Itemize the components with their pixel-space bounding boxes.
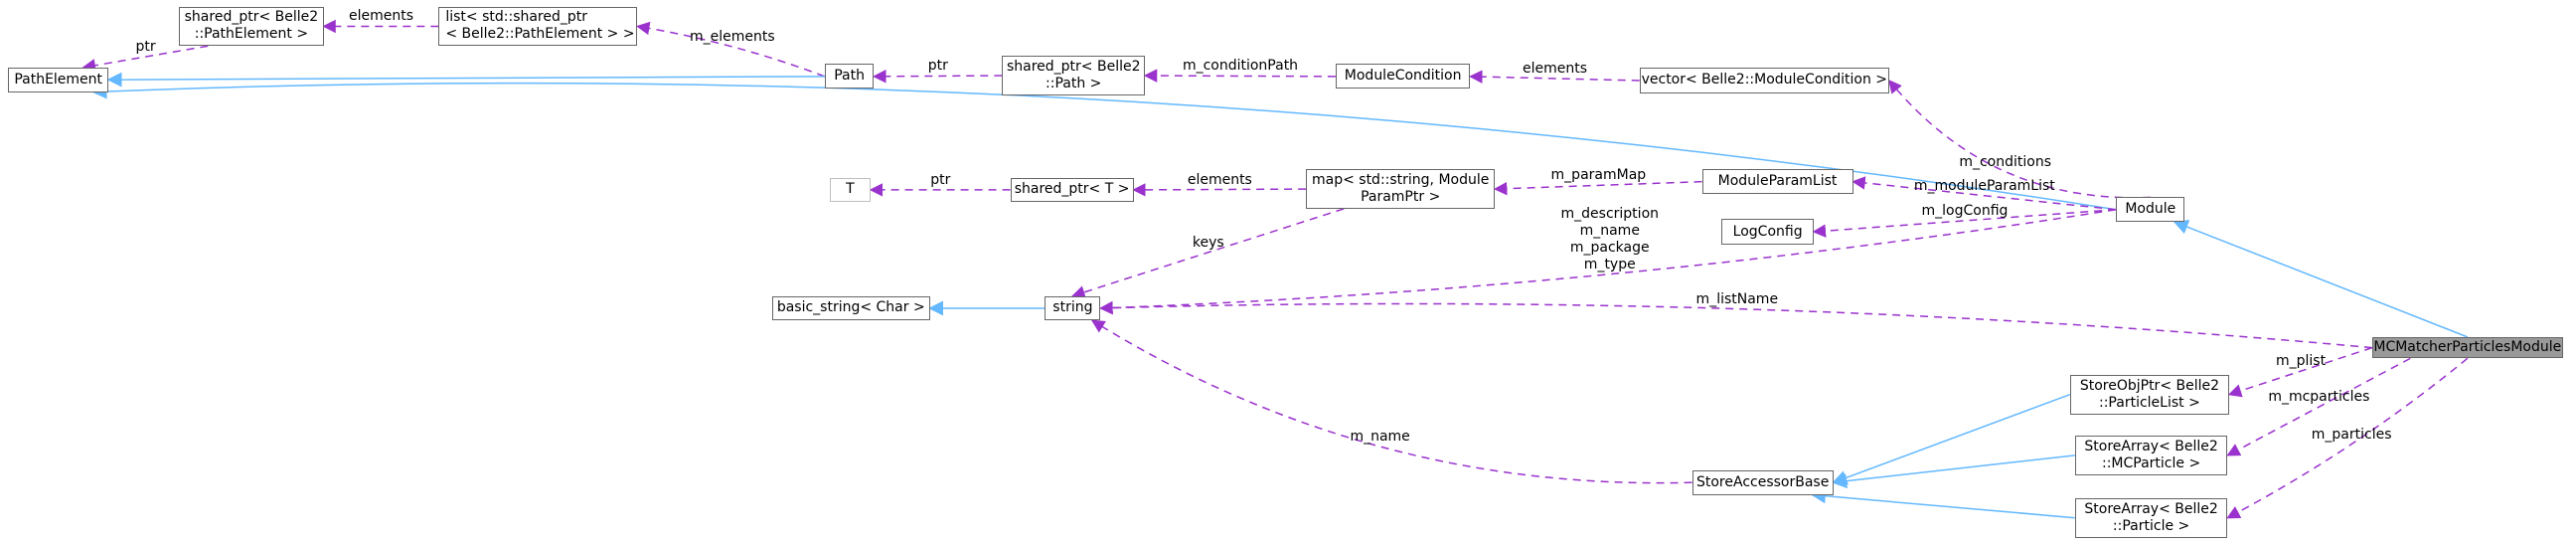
usage-edge-7 — [1888, 79, 2151, 199]
edge-label: m_elements — [690, 28, 775, 45]
usage-edge-25 — [2226, 357, 2469, 519]
node-module[interactable]: Module — [2116, 197, 2185, 223]
edge-label: m_mcparticles — [2268, 389, 2370, 406]
usage-edge-24 — [2226, 357, 2411, 456]
usage-edge-5 — [1143, 69, 1336, 83]
node-store-accessor-base[interactable]: StoreAccessorBase — [1691, 469, 1834, 495]
usage-edge-17 — [1099, 300, 2372, 349]
node-path[interactable]: Path — [824, 64, 875, 90]
edge-label: m_moduleParamList — [1913, 177, 2055, 194]
edge-label: m_particles — [2311, 426, 2392, 443]
edge-label: m_listName — [1695, 290, 1779, 307]
usage-edge-2 — [636, 21, 826, 78]
edge-label: ptr — [135, 39, 156, 56]
node-store-array-mcparticle[interactable]: StoreArray< Belle2 ::MCParticle > — [2074, 436, 2228, 475]
node-vector-module-condition[interactable]: vector< Belle2::ModuleCondition > — [1639, 67, 1889, 94]
usage-edge-12 — [1493, 180, 1702, 196]
edge-label: elements — [1187, 171, 1252, 188]
node-store-obj-ptr-particle-list[interactable]: StoreObjPtr< Belle2 ::ParticleList > — [2069, 374, 2230, 415]
usage-edge-18 — [1090, 319, 1692, 484]
edge-label: elements — [1523, 60, 1588, 77]
node-store-array-particle[interactable]: StoreArray< Belle2 ::Particle > — [2074, 497, 2228, 538]
edge-label: m_paramMap — [1550, 167, 1647, 184]
node-shared-ptr-path[interactable]: shared_ptr< Belle2 ::Path > — [1002, 56, 1146, 95]
node-module-param-list[interactable]: ModuleParamList — [1701, 169, 1853, 195]
node-string[interactable]: string — [1045, 295, 1101, 321]
edge-label: m_conditions — [1959, 153, 2052, 170]
node-basic-string[interactable]: basic_string< Char > — [771, 295, 930, 321]
node-mcmatcher-particles-module[interactable]: MCMatcherParticlesModule — [2371, 336, 2563, 359]
edge-label: m_logConfig — [1921, 202, 2009, 219]
edge-label: m_plist — [2275, 353, 2327, 370]
usage-edge-6 — [1469, 70, 1640, 84]
inheritance-edge-3 — [106, 72, 825, 88]
edge-label: m_conditionPath — [1182, 58, 1299, 75]
node-shared-ptr-t[interactable]: shared_ptr< T > — [1010, 177, 1134, 203]
inheritance-edge-8 — [91, 82, 2117, 211]
node-path-element[interactable]: PathElement — [8, 67, 109, 92]
edge-label: m_description m_name m_package m_type — [1560, 205, 1660, 272]
usage-edge-11 — [1071, 208, 1345, 299]
edge-label: keys — [1192, 234, 1224, 251]
edge-label: ptr — [930, 171, 951, 188]
node-t[interactable]: T — [829, 177, 872, 203]
node-log-config[interactable]: LogConfig — [1721, 218, 1814, 246]
edge-label: ptr — [927, 58, 948, 75]
inheritance-edge-19 — [1832, 394, 2071, 485]
edge-label: elements — [348, 8, 413, 25]
node-map-param[interactable]: map< std::string, Module ParamPtr > — [1306, 169, 1496, 209]
node-shared-ptr-path-element[interactable]: shared_ptr< Belle2 ::PathElement > — [179, 6, 324, 47]
edge-label: m_name — [1350, 429, 1410, 445]
usage-edge-13 — [1852, 176, 2117, 211]
inheritance-edge-21 — [1810, 488, 2075, 519]
usage-edge-0 — [81, 45, 209, 73]
node-module-condition[interactable]: ModuleCondition — [1335, 64, 1471, 90]
inheritance-edge-20 — [1832, 454, 2075, 489]
inheritance-edge-22 — [2173, 220, 2469, 338]
node-list-shared-ptr[interactable]: list< std::shared_ptr < Belle2::PathElem… — [438, 6, 638, 47]
usage-edge-4 — [873, 70, 1003, 84]
usage-edge-23 — [2227, 346, 2373, 398]
usage-edge-10 — [1132, 183, 1307, 197]
